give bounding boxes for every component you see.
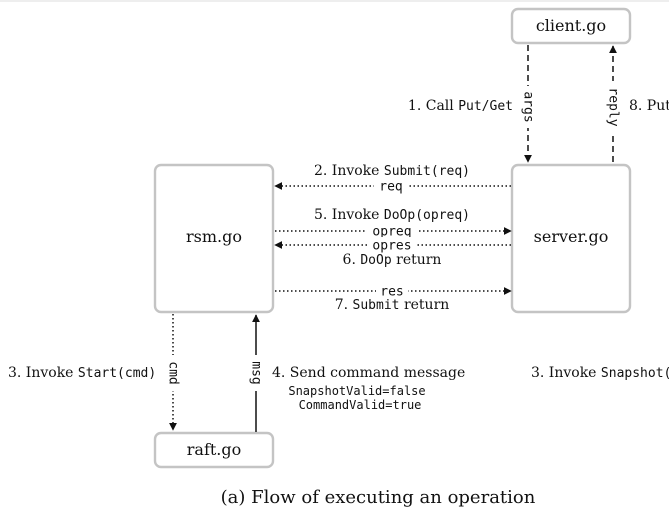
rsm-node: rsm.go xyxy=(153,163,275,314)
server-node: server.go xyxy=(510,163,632,314)
rsm-label: rsm.go xyxy=(186,227,242,246)
client-node: client.go xyxy=(510,7,632,45)
raft-label: raft.go xyxy=(187,440,242,459)
res-label: res xyxy=(380,285,403,300)
raft-node: raft.go xyxy=(153,431,275,469)
step3b-label: 3. Invoke Snapshot( xyxy=(531,365,669,381)
step1-label: 1. Call Put/Get xyxy=(408,98,513,114)
step2-label: 2. Invoke Submit(req) xyxy=(314,163,470,179)
msg-label: msg xyxy=(249,361,264,384)
figure-caption: (a) Flow of executing an operation xyxy=(221,487,536,508)
step7-label: 7. Submit return xyxy=(335,297,450,313)
step5-label: 5. Invoke DoOp(opreq) xyxy=(314,207,470,223)
step6-label: 6. DoOp return xyxy=(343,252,442,268)
step4-flag-snapshot: SnapshotValid=false xyxy=(288,384,425,398)
reply-label: reply xyxy=(606,87,621,126)
args-label: args xyxy=(521,91,536,122)
req-label: req xyxy=(379,180,402,195)
cmd-label: cmd xyxy=(166,361,181,384)
step4-label: 4. Send command message xyxy=(272,365,465,381)
client-label: client.go xyxy=(536,16,606,35)
server-label: server.go xyxy=(534,227,609,246)
step3-label: 3. Invoke Start(cmd) xyxy=(8,365,156,381)
opreq-label: opreq xyxy=(372,225,411,240)
step4-flag-command: CommandValid=true xyxy=(299,398,422,412)
opres-label: opres xyxy=(372,239,411,254)
step8-label: 8. Put xyxy=(629,98,669,114)
